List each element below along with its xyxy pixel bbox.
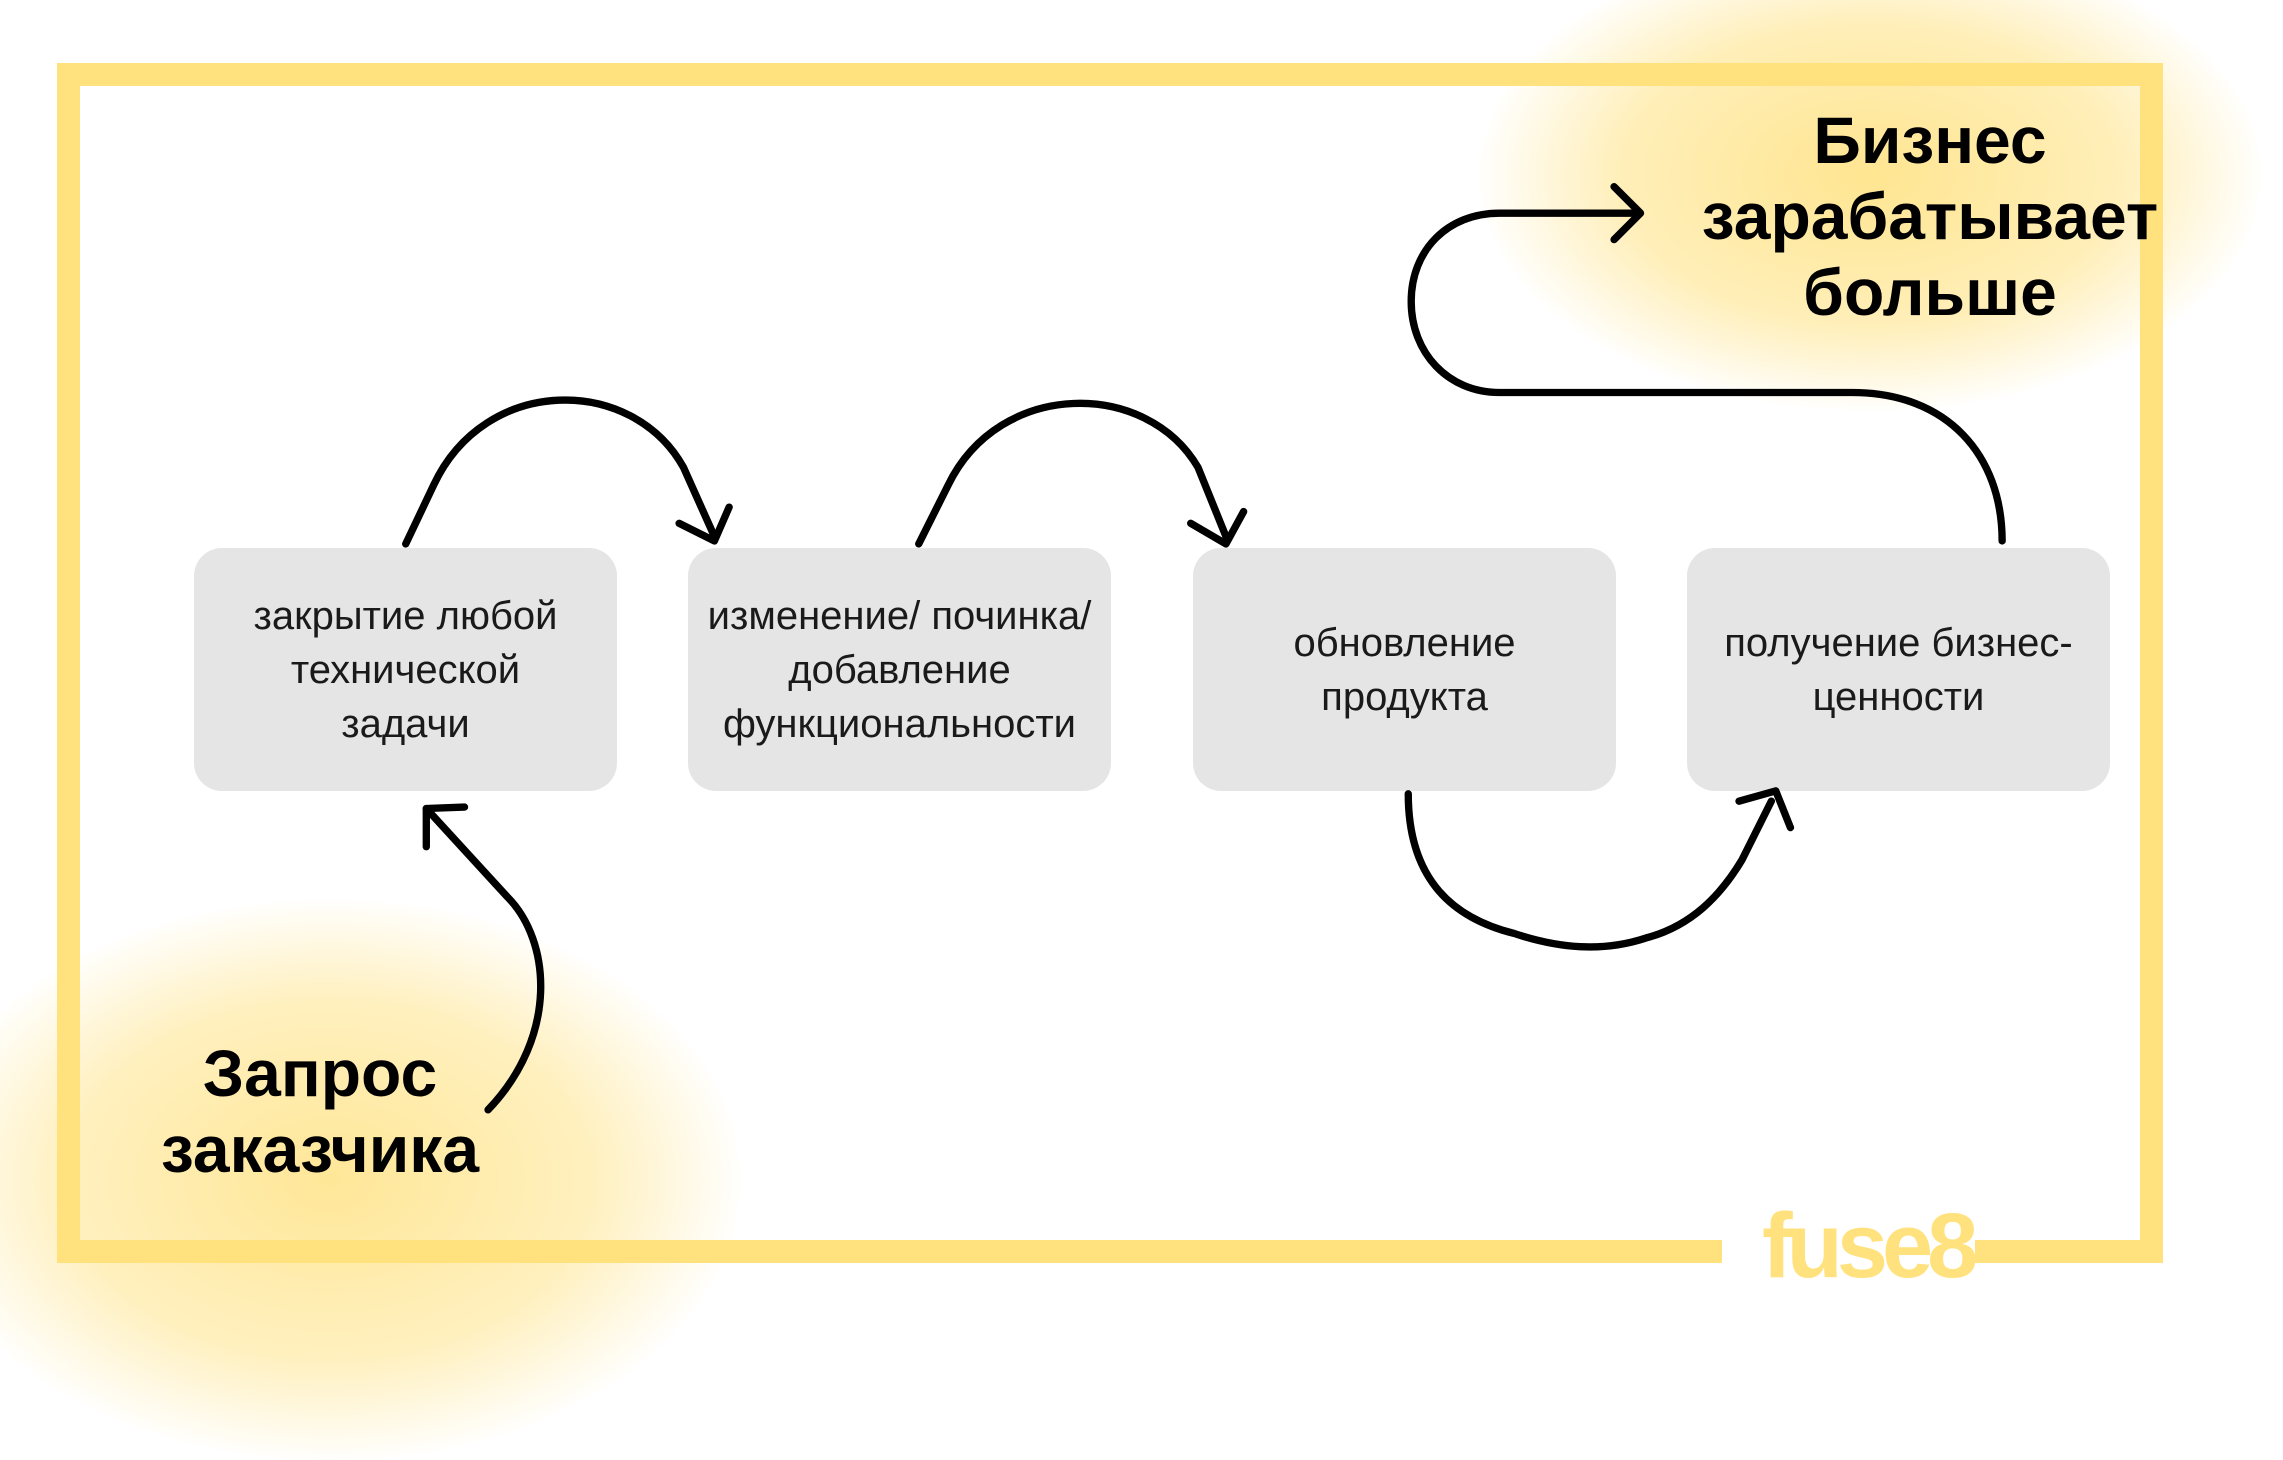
end-label: Бизнес зарабатывает больше <box>1701 103 2159 329</box>
arrow-icon <box>1407 183 2006 545</box>
frame-gap <box>1722 1230 1975 1270</box>
step-box-3: обновление продукта <box>1193 548 1616 791</box>
step-label: получение бизнес-ценности <box>1724 620 2073 719</box>
start-label: Запрос заказчика <box>160 1036 480 1186</box>
logo: fuse8 <box>1762 1195 1978 1297</box>
step-box-4: получение бизнес-ценности <box>1687 548 2110 791</box>
arrow-icon <box>915 399 1248 548</box>
step-label: изменение/ починка/ добавление функциона… <box>707 593 1092 746</box>
arrow-icon <box>402 396 733 548</box>
arrow-icon <box>422 803 545 1114</box>
step-box-2: изменение/ починка/ добавление функциона… <box>688 548 1111 791</box>
flow-arrows <box>402 183 2006 1114</box>
arrow-icon <box>1404 787 1795 951</box>
step-label: обновление продукта <box>1293 620 1516 719</box>
step-label: закрытие любой технической задачи <box>253 593 558 746</box>
step-box-1: закрытие любой технической задачи <box>194 548 617 791</box>
yellow-frame <box>57 63 2163 1263</box>
